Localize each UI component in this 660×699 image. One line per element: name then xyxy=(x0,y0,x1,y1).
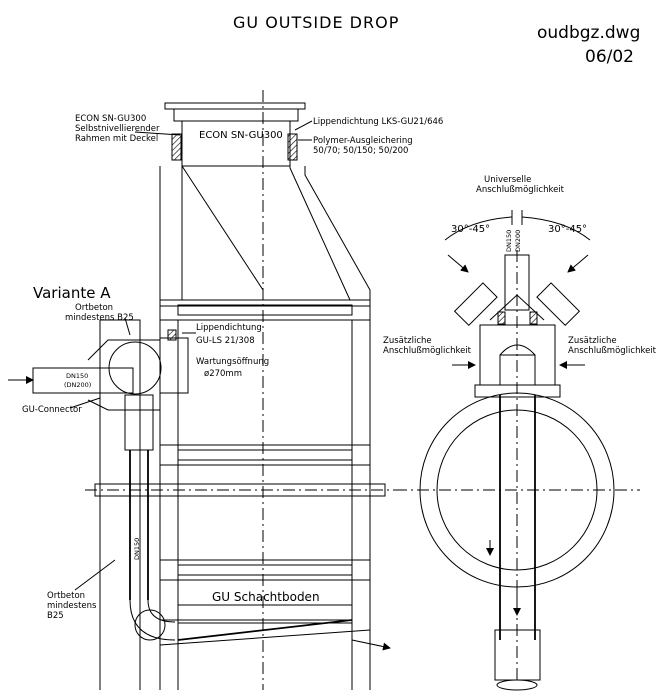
maintenance-label-1: Wartungsöffnung xyxy=(196,357,269,367)
extra-right-label-2: Anschlußmöglichkeit xyxy=(568,346,657,356)
drawing-date: 06/02 xyxy=(585,47,634,67)
frame-label-3: Rahmen mit Deckel xyxy=(75,134,158,144)
dn-small-label-2: DN200 xyxy=(514,230,522,252)
extra-left-label-1: Zusätzliche xyxy=(383,336,432,346)
polymer-label-2: 50/70; 50/150; 50/200 xyxy=(313,146,408,156)
concrete-bottom-label-3: B25 xyxy=(47,611,64,621)
dn200-label: (DN200) xyxy=(64,381,91,389)
concrete-top-label-2: mindestens B25 xyxy=(65,313,134,323)
frame-box-label: ECON SN-GU300 xyxy=(199,130,283,141)
variant-label: Variante A xyxy=(33,284,111,302)
angle-right-label: 30°-45° xyxy=(548,224,587,235)
lip-seal-side-label-2: GU-LS 21/308 xyxy=(196,336,255,346)
universal-label-1: Universelle xyxy=(484,175,531,185)
polymer-label-1: Polymer-Ausgleichering xyxy=(313,136,413,146)
drawing-title: GU OUTSIDE DROP xyxy=(233,13,399,32)
dn150-vertical-label: DN150 xyxy=(133,538,141,560)
universal-label-2: Anschlußmöglichkeit xyxy=(476,185,565,195)
lip-seal-top-label: Lippendichtung LKS-GU21/646 xyxy=(313,117,443,127)
section-view xyxy=(8,90,395,690)
dn150-label: DN150 xyxy=(66,372,88,380)
plan-view xyxy=(395,210,640,691)
frame-label-2: Selbstnivellierender xyxy=(75,124,160,134)
shaft-base-label: GU Schachtboden xyxy=(212,590,320,604)
file-name: oudbgz.dwg xyxy=(537,23,640,43)
extra-right-label-1: Zusätzliche xyxy=(568,336,617,346)
lip-seal-side-label-1: Lippendichtung xyxy=(196,323,262,333)
concrete-bottom-label-1: Ortbeton xyxy=(47,591,85,601)
concrete-bottom-label-2: mindestens xyxy=(47,601,97,611)
concrete-top-label-1: Ortbeton xyxy=(75,303,113,313)
extra-left-label-2: Anschlußmöglichkeit xyxy=(383,346,472,356)
dn-small-label-1: DN150 xyxy=(505,230,513,252)
angle-left-label: 30°-45° xyxy=(451,224,490,235)
frame-label-1: ECON SN-GU300 xyxy=(75,114,146,124)
connector-label: GU-Connector xyxy=(22,405,82,415)
maintenance-label-2: ø270mm xyxy=(204,369,242,379)
